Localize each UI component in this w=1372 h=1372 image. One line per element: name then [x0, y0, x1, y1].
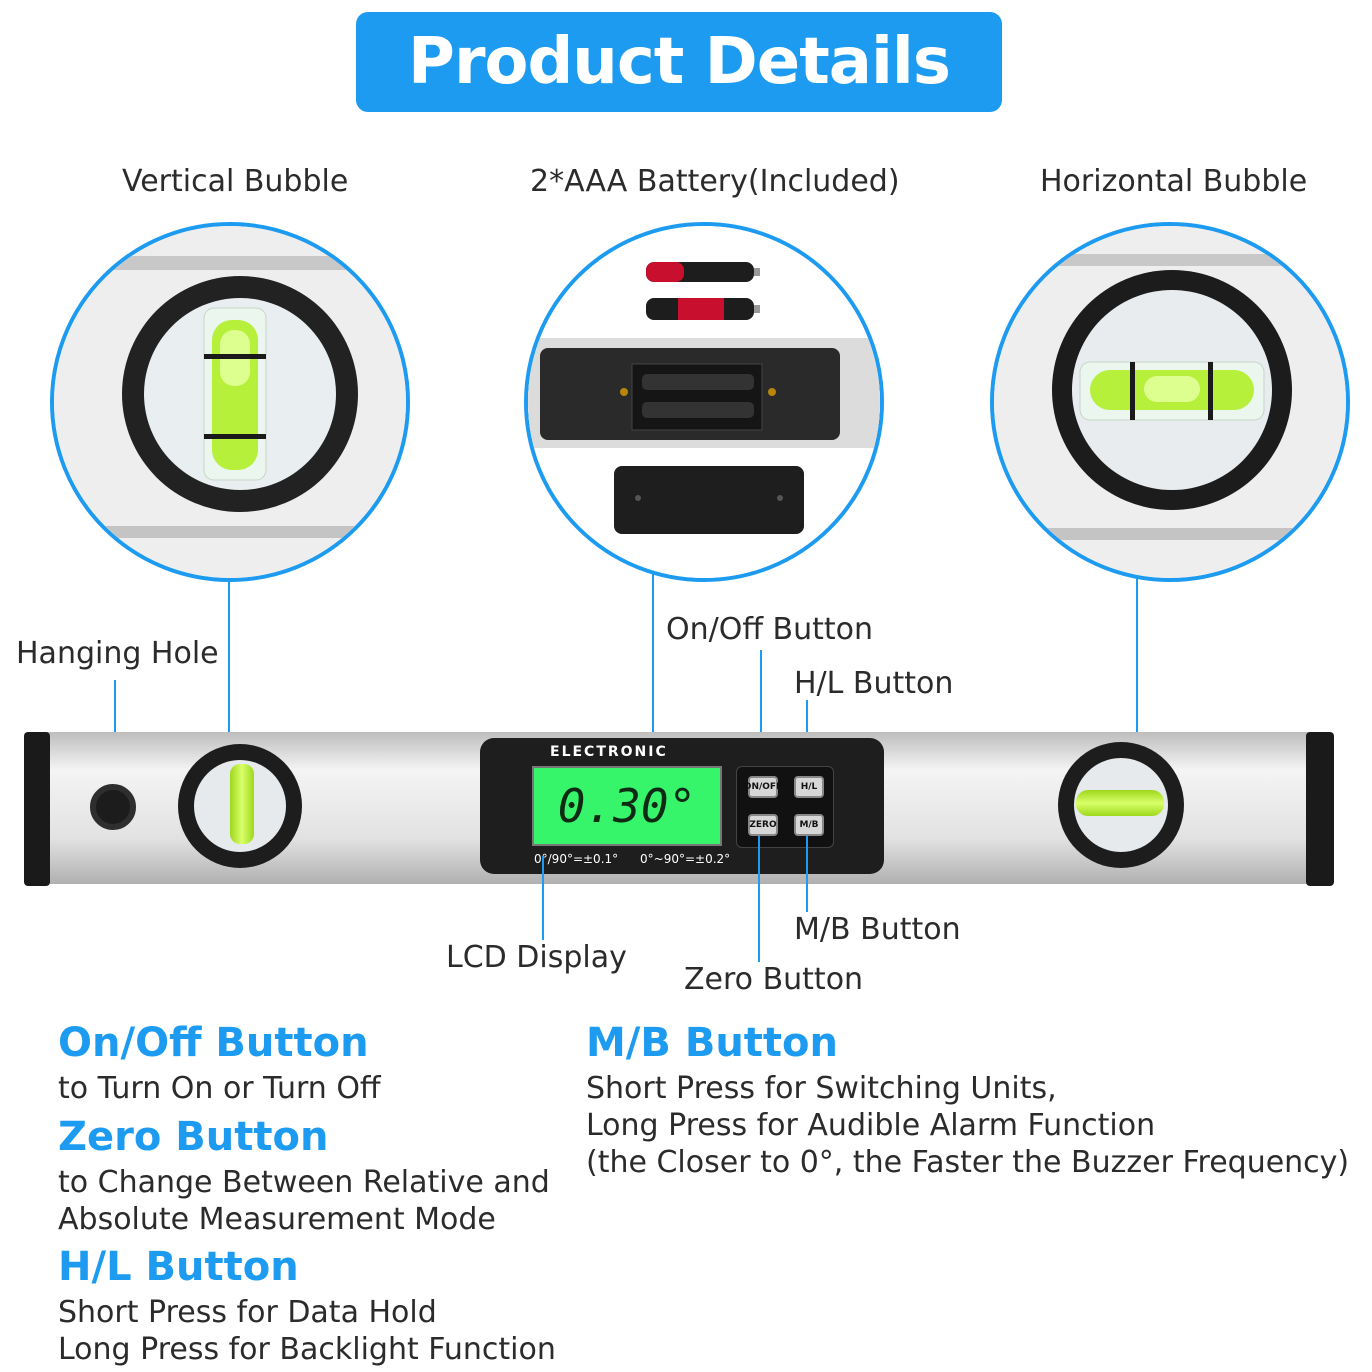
hanging-hole — [90, 784, 136, 830]
feature-hl-line: Short Press for Data Hold — [58, 1295, 437, 1330]
onoff-connector — [760, 650, 762, 774]
feature-mb-line: Long Press for Audible Alarm Function — [586, 1108, 1156, 1143]
battery-illustration — [528, 226, 880, 578]
feature-hl-title: H/L Button — [58, 1244, 299, 1290]
right-end-cap — [1306, 732, 1334, 886]
horizontal-bubble-zoom — [990, 222, 1350, 582]
accuracy-left-text: 0°/90°=±0.1° — [534, 852, 619, 866]
horizontal-bubble-illustration — [994, 226, 1346, 578]
lcd-connector — [542, 856, 544, 940]
page-title: Product Details — [408, 25, 951, 99]
left-end-cap — [24, 732, 50, 886]
horizontal-bubble-connector — [1136, 578, 1138, 778]
feature-mb-line: Short Press for Switching Units, — [586, 1071, 1057, 1106]
hanging-hole-label: Hanging Hole — [16, 636, 219, 671]
battery-caption: 2*AAA Battery(Included) — [530, 164, 900, 199]
rail-vertical-vial-bubble — [230, 764, 254, 844]
lcd-reading: 0.30° — [557, 779, 697, 833]
mb-connector — [806, 836, 808, 912]
mb-button[interactable]: M/B — [794, 814, 824, 836]
vertical-bubble-illustration — [54, 226, 406, 578]
onoff-button[interactable]: ON/OFF — [744, 776, 782, 798]
vertical-bubble-caption: Vertical Bubble — [122, 164, 349, 199]
vertical-bubble-connector — [228, 582, 230, 770]
module-brand-text: ELECTRONIC — [550, 744, 668, 760]
lcd-display: 0.30° — [532, 766, 722, 846]
zero-connector — [758, 836, 760, 962]
onoff-callout-label: On/Off Button — [666, 612, 874, 647]
mb-callout-label: M/B Button — [794, 912, 961, 947]
feature-mb-title: M/B Button — [586, 1020, 838, 1066]
feature-zero-line: to Change Between Relative and — [58, 1165, 550, 1200]
zero-button[interactable]: ZERO — [748, 814, 778, 836]
feature-mb-line: (the Closer to 0°, the Faster the Buzzer… — [586, 1145, 1350, 1180]
accuracy-right-text: 0°~90°=±0.2° — [640, 852, 731, 866]
feature-zero-line: Absolute Measurement Mode — [58, 1202, 496, 1237]
hl-button[interactable]: H/L — [794, 776, 824, 798]
horizontal-bubble-caption: Horizontal Bubble — [1040, 164, 1308, 199]
rail-horizontal-vial-bubble — [1076, 790, 1164, 816]
battery-connector — [652, 574, 654, 734]
feature-zero-title: Zero Button — [58, 1114, 329, 1160]
zero-callout-label: Zero Button — [684, 962, 864, 997]
vertical-bubble-zoom — [50, 222, 410, 582]
lcd-callout-label: LCD Display — [446, 940, 627, 975]
page-title-banner: Product Details — [356, 12, 1002, 112]
battery-compartment-zoom — [524, 222, 884, 582]
hl-callout-label: H/L Button — [794, 666, 954, 701]
feature-onoff-line: to Turn On or Turn Off — [58, 1071, 381, 1106]
feature-onoff-title: On/Off Button — [58, 1020, 369, 1066]
feature-hl-line: Long Press for Backlight Function — [58, 1332, 556, 1367]
